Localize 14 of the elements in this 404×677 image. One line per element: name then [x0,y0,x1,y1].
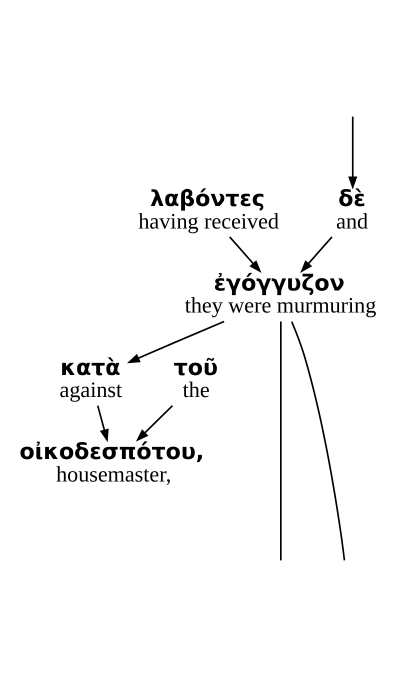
node-text: ἐγόγγυζον they were murmuring [184,270,376,318]
arrow [96,405,109,442]
arrow [126,320,224,364]
node-text: τοῦ the [174,354,218,402]
node-text: δὲ and [336,186,368,234]
arrow [300,236,333,273]
node-text: οἰκοδεσπότου, housemaster, [19,439,204,486]
connector [280,322,282,560]
arrow [348,116,358,190]
arrow [136,405,174,442]
node-text: λαβόντες having received [138,186,279,234]
connector [290,321,346,560]
arrow [229,236,262,273]
node-text: κατὰ against [60,354,122,402]
